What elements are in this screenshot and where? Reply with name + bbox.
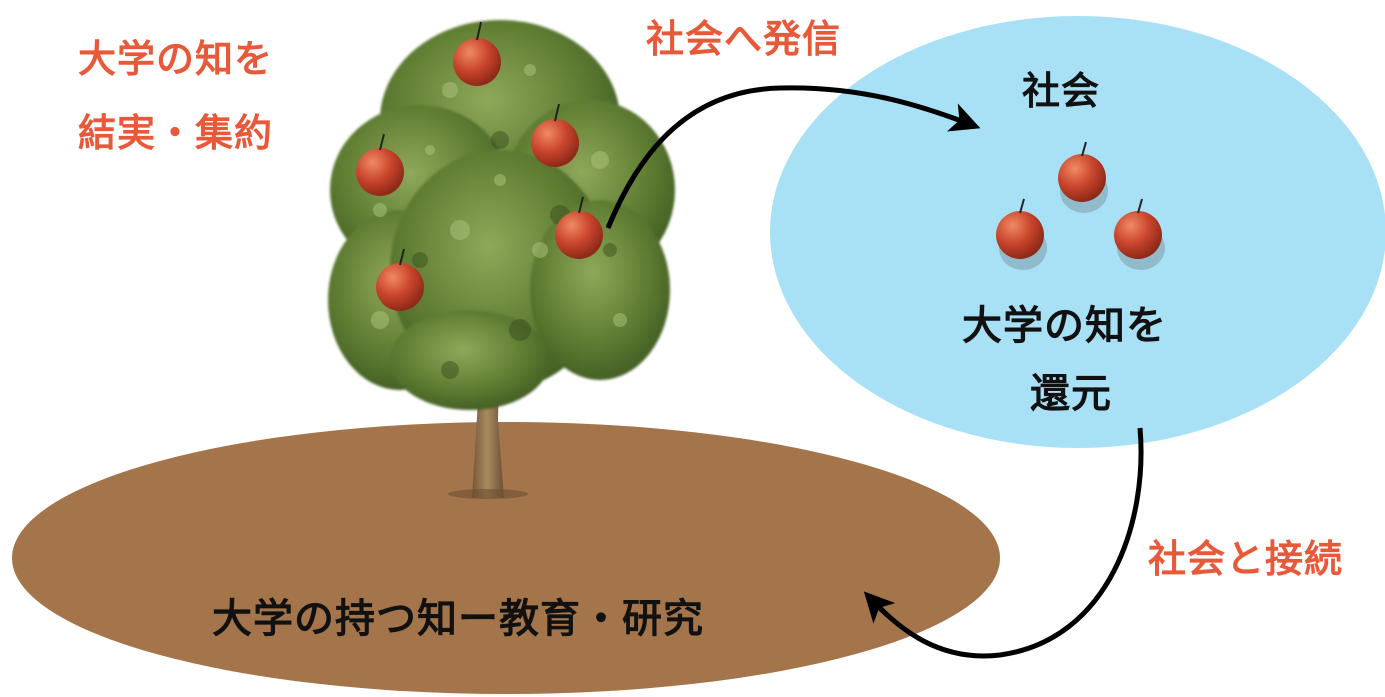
society-ellipse — [770, 16, 1385, 448]
send-arrow — [605, 85, 981, 229]
connect-society-label: 社会と接続 — [1148, 537, 1344, 581]
fruit-label-line2: 結実・集約 — [78, 111, 274, 155]
apple-icon — [376, 248, 424, 311]
ground-ellipse — [12, 422, 1000, 694]
apple-icon — [555, 196, 603, 259]
send-to-society-label: 社会へ発信 — [646, 17, 842, 61]
return-label-line2: 還元 — [1030, 371, 1112, 417]
ground-label: 大学の持つ知ー教育・研究 — [212, 596, 704, 642]
connect-arrow — [863, 427, 1144, 659]
apple-icon — [1114, 198, 1165, 270]
apple-icon — [356, 133, 404, 196]
apple-icon — [453, 21, 501, 86]
apple-tree-icon — [328, 20, 675, 499]
tree-apples — [356, 21, 603, 311]
society-title: 社会 — [1022, 69, 1101, 113]
apple-icon — [1058, 141, 1108, 213]
society-apples — [996, 141, 1165, 270]
fruit-label-line1: 大学の知を — [78, 37, 274, 81]
apple-icon — [531, 103, 579, 167]
apple-icon — [996, 198, 1047, 270]
return-label-line1: 大学の知を — [962, 303, 1167, 349]
